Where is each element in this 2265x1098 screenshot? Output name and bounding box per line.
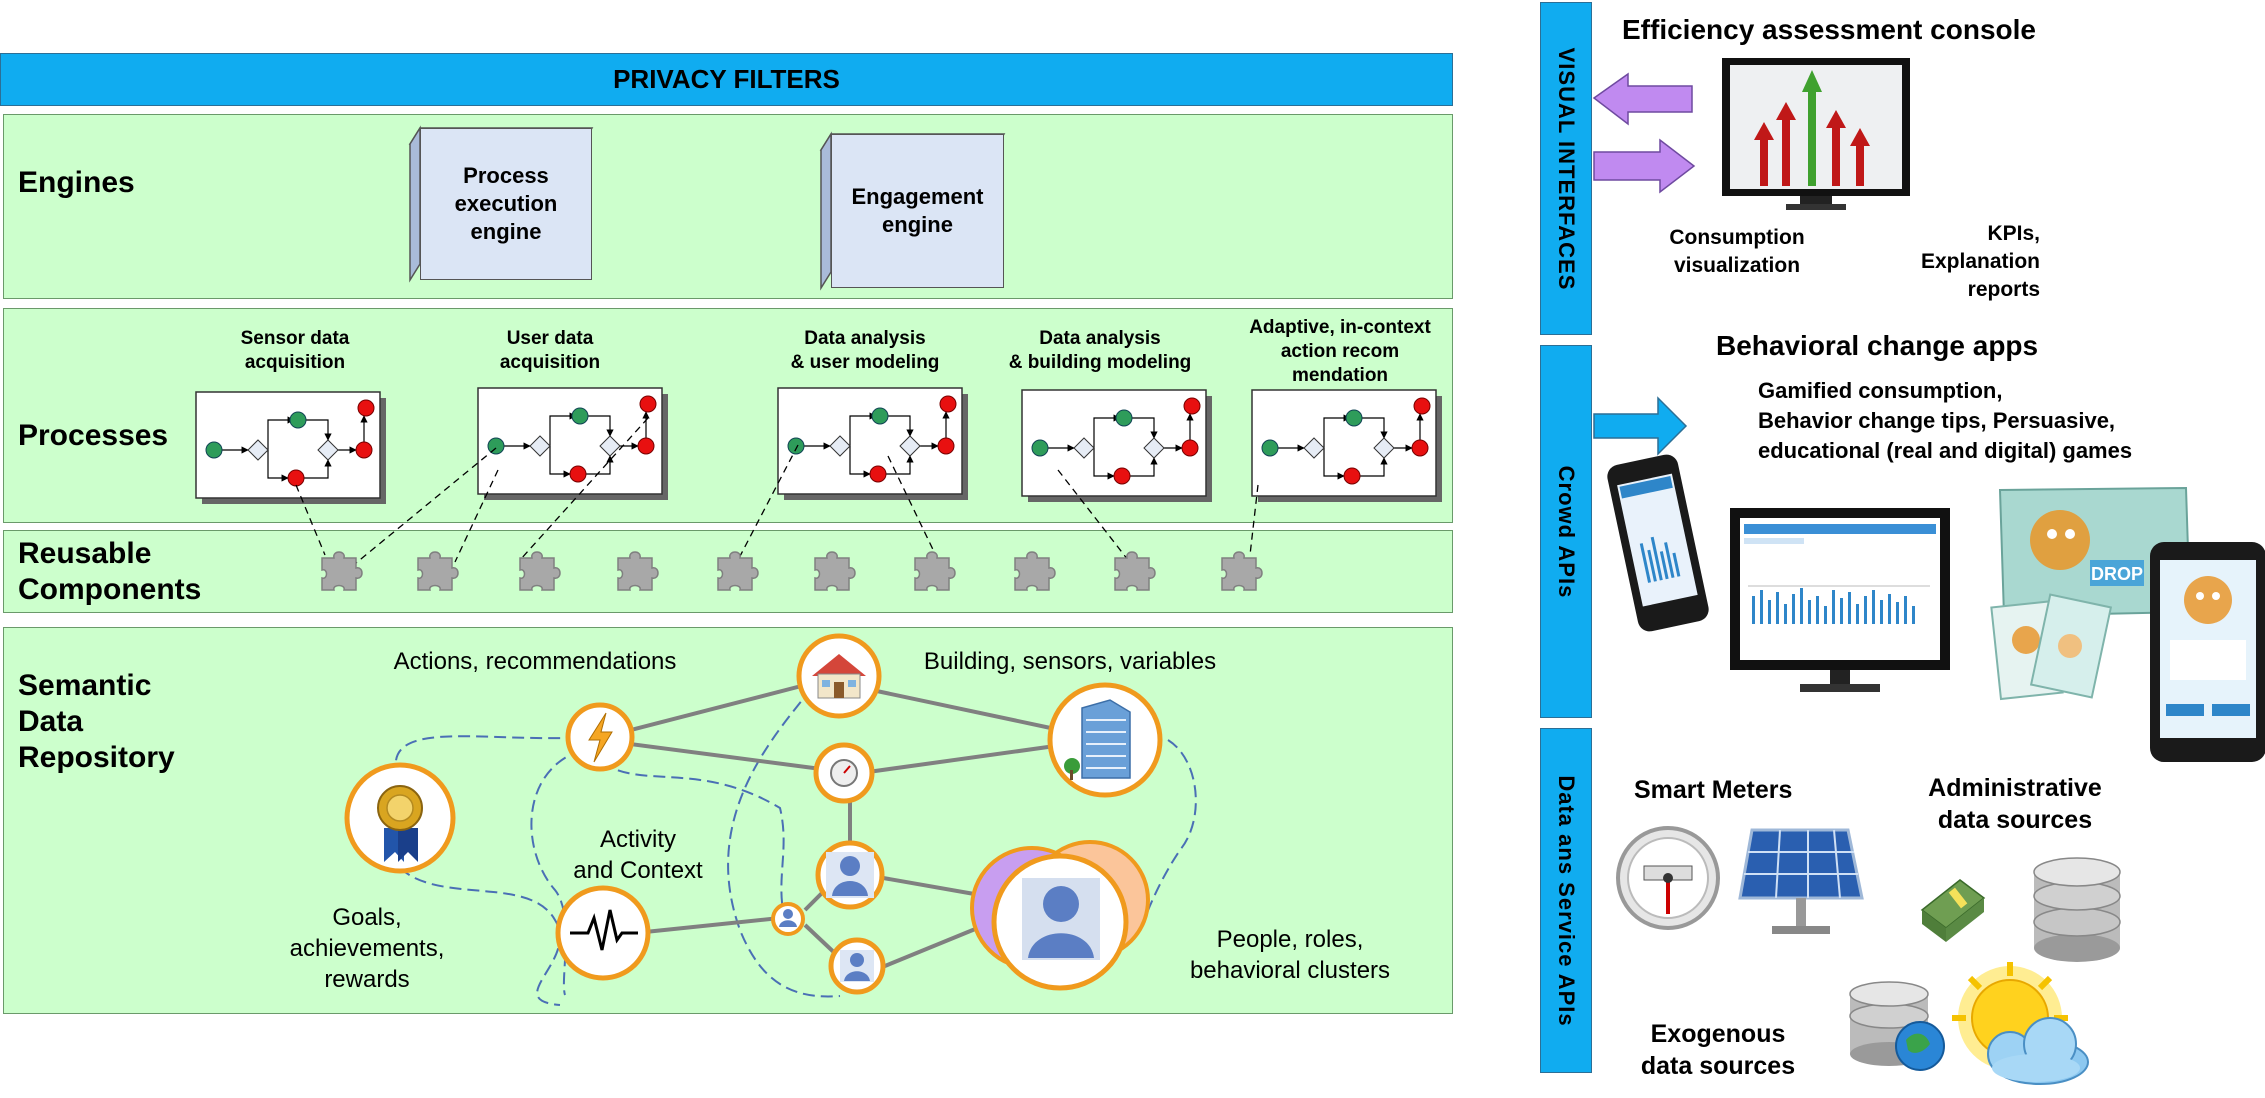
building-icon (1047, 682, 1163, 798)
goals-label: Goals, achievements, rewards (289, 904, 445, 993)
person-icon-small (771, 902, 805, 936)
process-label-user: User data acquisition (499, 328, 601, 373)
visual-interfaces-bar: VISUAL INTERFACES (1540, 2, 1592, 335)
game-logo-text: DROP (2091, 564, 2143, 584)
process-label-sensor: Sensor data acquisition (240, 328, 350, 373)
workflow-component-links (295, 417, 1259, 569)
building-label: Building, sensors, variables (923, 648, 1217, 675)
semantic-dashed-links (394, 687, 1197, 1006)
person-icon (815, 840, 885, 910)
apps-title: Behavioral change apps (1716, 330, 2039, 361)
semantic-title: Semantic Data Repository (18, 669, 175, 774)
sensor-icon (813, 742, 875, 804)
kpis-label: KPIs, Explanation reports (1920, 222, 2040, 301)
dashboard-monitor-icon (1730, 508, 1950, 692)
semantic-layer (3, 627, 1453, 1014)
data-service-apis-bar: Data ans Service APIs (1540, 728, 1592, 1073)
process-execution-engine: Process execution engine (420, 128, 592, 280)
arrow-right-icon (1593, 396, 1688, 456)
game-cards-icon (1990, 593, 2113, 701)
engagement-engine: Engagement engine (831, 134, 1004, 288)
privacy-filters-bar: PRIVACY FILTERS (0, 53, 1453, 106)
person-icon (828, 937, 886, 995)
heartbeat-icon (555, 885, 651, 981)
solar-panel-icon (1738, 828, 1864, 934)
activity-label: Activity and Context (573, 826, 703, 884)
engines-layer (3, 114, 1453, 299)
house-icon (796, 633, 882, 719)
privacy-filters-label: PRIVACY FILTERS (613, 64, 840, 94)
reusable-title: Reusable Components (18, 537, 202, 606)
crowd-apis-bar: Crowd APIs (1540, 345, 1592, 718)
process-label-user-modeling: Data analysis & user modeling (790, 328, 940, 373)
process-label-building-modeling: Data analysis & building modeling (1008, 328, 1192, 373)
arrow-left-icon (1592, 72, 1693, 126)
smart-meters-label: Smart Meters (1634, 776, 1793, 804)
database-globe-icon (1849, 981, 1945, 1071)
admin-label: Administrative data sources (1928, 774, 2102, 834)
processes-title: Processes (18, 419, 169, 452)
meter-gauge-icon (1616, 826, 1720, 930)
actions-label: Actions, recommendations (393, 648, 677, 675)
database-icon (2033, 857, 2121, 962)
people-cluster-icon (970, 840, 1150, 991)
people-label: People, roles, behavioral clusters (1189, 926, 1391, 984)
money-stack-icon (1920, 879, 1986, 942)
console-title: Efficiency assessment console (1622, 14, 2036, 45)
smartphone-icon (1607, 454, 1709, 632)
process-label-adaptive: Adaptive, in-context action recom mendat… (1249, 317, 1431, 386)
engines-title: Engines (18, 166, 135, 199)
medal-icon (344, 762, 456, 874)
exogenous-label: Exogenous data sources (1640, 1020, 1796, 1080)
weather-sun-cloud-icon (1952, 962, 2089, 1085)
consumption-label: Consumption visualization (1669, 226, 1805, 277)
arrow-right-icon (1593, 138, 1696, 194)
apps-description: Gamified consumption, Behavior change ti… (1758, 378, 2133, 463)
smartphone-icon (2150, 542, 2265, 762)
console-monitor-icon (1722, 58, 1910, 210)
lightning-icon (565, 702, 635, 772)
